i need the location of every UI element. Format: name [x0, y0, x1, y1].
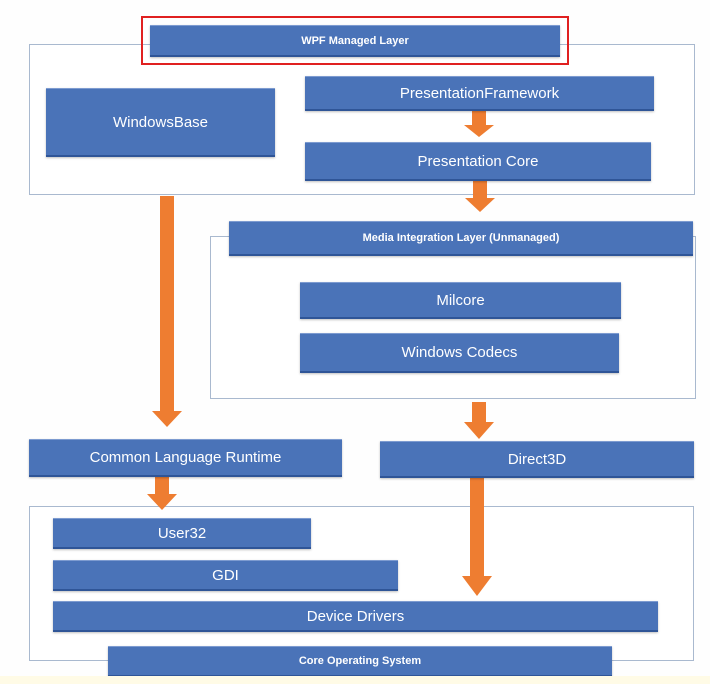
common-language-runtime-box: Common Language Runtime — [29, 439, 342, 477]
wpf-managed-layer-box: WPF Managed Layer — [150, 25, 560, 57]
presentation-core-box: Presentation Core — [305, 142, 651, 181]
windowsbase-box: WindowsBase — [46, 88, 275, 157]
user32-box: User32 — [53, 518, 311, 549]
direct3d-box: Direct3D — [380, 441, 694, 478]
milcore-box: Milcore — [300, 282, 621, 319]
windows-codecs-box: Windows Codecs — [300, 333, 619, 373]
gdi-box: GDI — [53, 560, 398, 591]
core-operating-system-box: Core Operating System — [108, 646, 612, 677]
wpf-managed-layer-highlight — [141, 16, 569, 65]
media-integration-layer-box: Media Integration Layer (Unmanaged) — [229, 221, 693, 256]
device-drivers-box: Device Drivers — [53, 601, 658, 632]
presentation-framework-box: PresentationFramework — [305, 76, 654, 111]
bottom-strip — [0, 676, 710, 684]
